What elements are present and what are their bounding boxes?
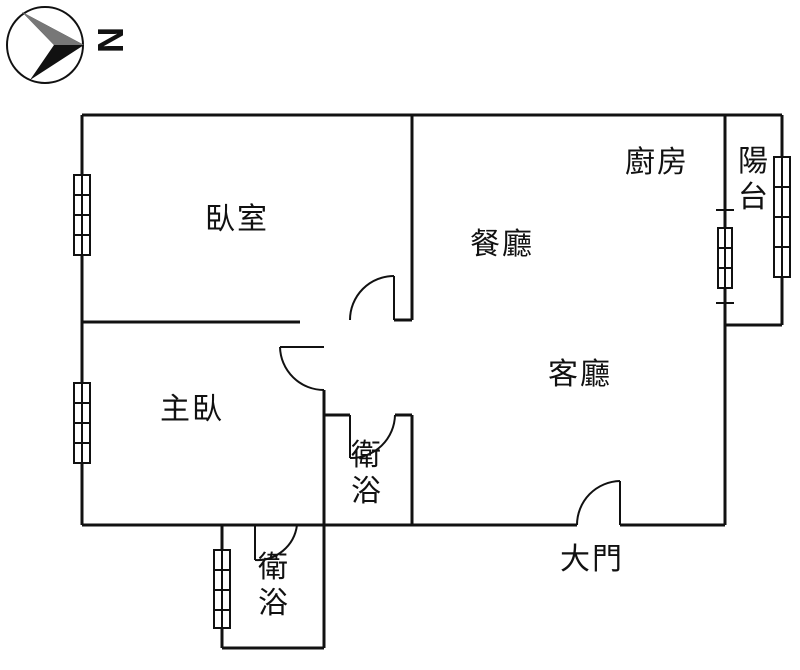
windows <box>73 156 791 629</box>
room-label-bath-outer: 衛浴 <box>258 550 288 621</box>
doors <box>254 275 621 562</box>
main-door-label: 大門 <box>560 542 624 577</box>
north-label: N <box>90 27 131 53</box>
north-arrow-icon <box>6 6 84 84</box>
room-label-bath-inner: 衛浴 <box>351 438 381 509</box>
walls <box>80 113 784 650</box>
room-label-kitchen: 廚房 <box>625 145 689 180</box>
room-label-living: 客廳 <box>548 357 612 392</box>
room-label-bedroom: 臥室 <box>205 202 269 237</box>
room-label-balcony: 陽台 <box>738 144 768 215</box>
room-label-dining: 餐廳 <box>470 227 534 262</box>
room-label-master-bedroom: 主臥 <box>160 392 224 427</box>
